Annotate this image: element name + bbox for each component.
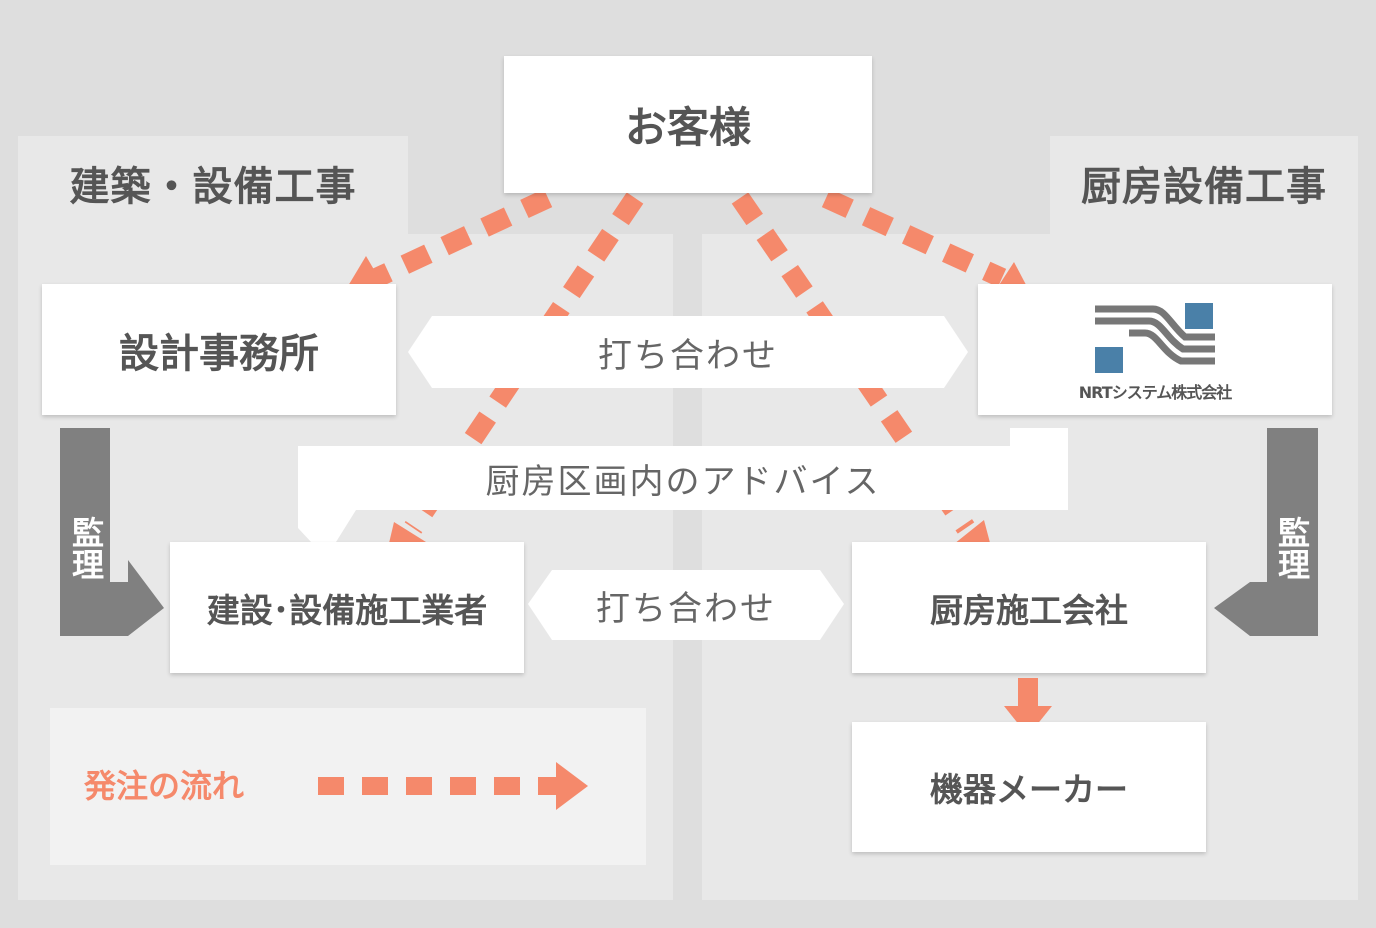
customer-box: お客様 — [504, 56, 872, 193]
supervision-label-right: 監理 — [1273, 516, 1311, 580]
meeting-bottom-label: 打ち合わせ — [596, 588, 776, 629]
meeting-top-shape — [408, 316, 968, 388]
kitchen-contractor-label: 厨房施工会社 — [930, 590, 1128, 630]
legend-label: 発注の流れ — [84, 767, 245, 805]
right-section-title: 厨房設備工事 — [1081, 164, 1327, 210]
kitchen-to-maker-head — [1004, 706, 1052, 736]
kitchen-contractor-box: 厨房施工会社 — [852, 542, 1206, 673]
meeting-bottom-shape — [528, 570, 844, 640]
right-section-tab — [1050, 136, 1358, 236]
customer-label: お客様 — [624, 103, 751, 152]
kitchen-advice-label: 厨房区画内のアドバイス — [485, 461, 881, 502]
supervision-label-left: 監理 — [67, 516, 105, 580]
order-arrow-customer-to-nrt — [821, 188, 1007, 288]
design-office-box: 設計事務所 — [42, 284, 396, 415]
left-section-title: 建築・設備工事 — [69, 164, 357, 210]
kitchen-advice-shape — [298, 428, 1068, 558]
construction-contractor-box: 建設･設備施工業者 — [170, 542, 524, 673]
supervision-arrow-right — [1214, 428, 1318, 636]
equipment-maker-box: 機器メーカー — [852, 722, 1206, 852]
nrt-company-label: NRTシステム株式会社 — [1078, 382, 1232, 402]
nrt-company-box: NRTシステム株式会社 — [978, 284, 1332, 415]
kitchen-to-maker-shaft — [1018, 678, 1038, 706]
equipment-maker-label: 機器メーカー — [930, 770, 1128, 809]
left-section-tab — [18, 136, 408, 236]
nrt-logo — [1095, 302, 1215, 373]
construction-contractor-label: 建設･設備施工業者 — [206, 590, 488, 630]
meeting-top-label: 打ち合わせ — [598, 335, 778, 376]
order-arrow-customer-to-design — [367, 188, 553, 290]
supervision-arrow-left — [60, 428, 164, 636]
design-office-label: 設計事務所 — [119, 330, 319, 377]
